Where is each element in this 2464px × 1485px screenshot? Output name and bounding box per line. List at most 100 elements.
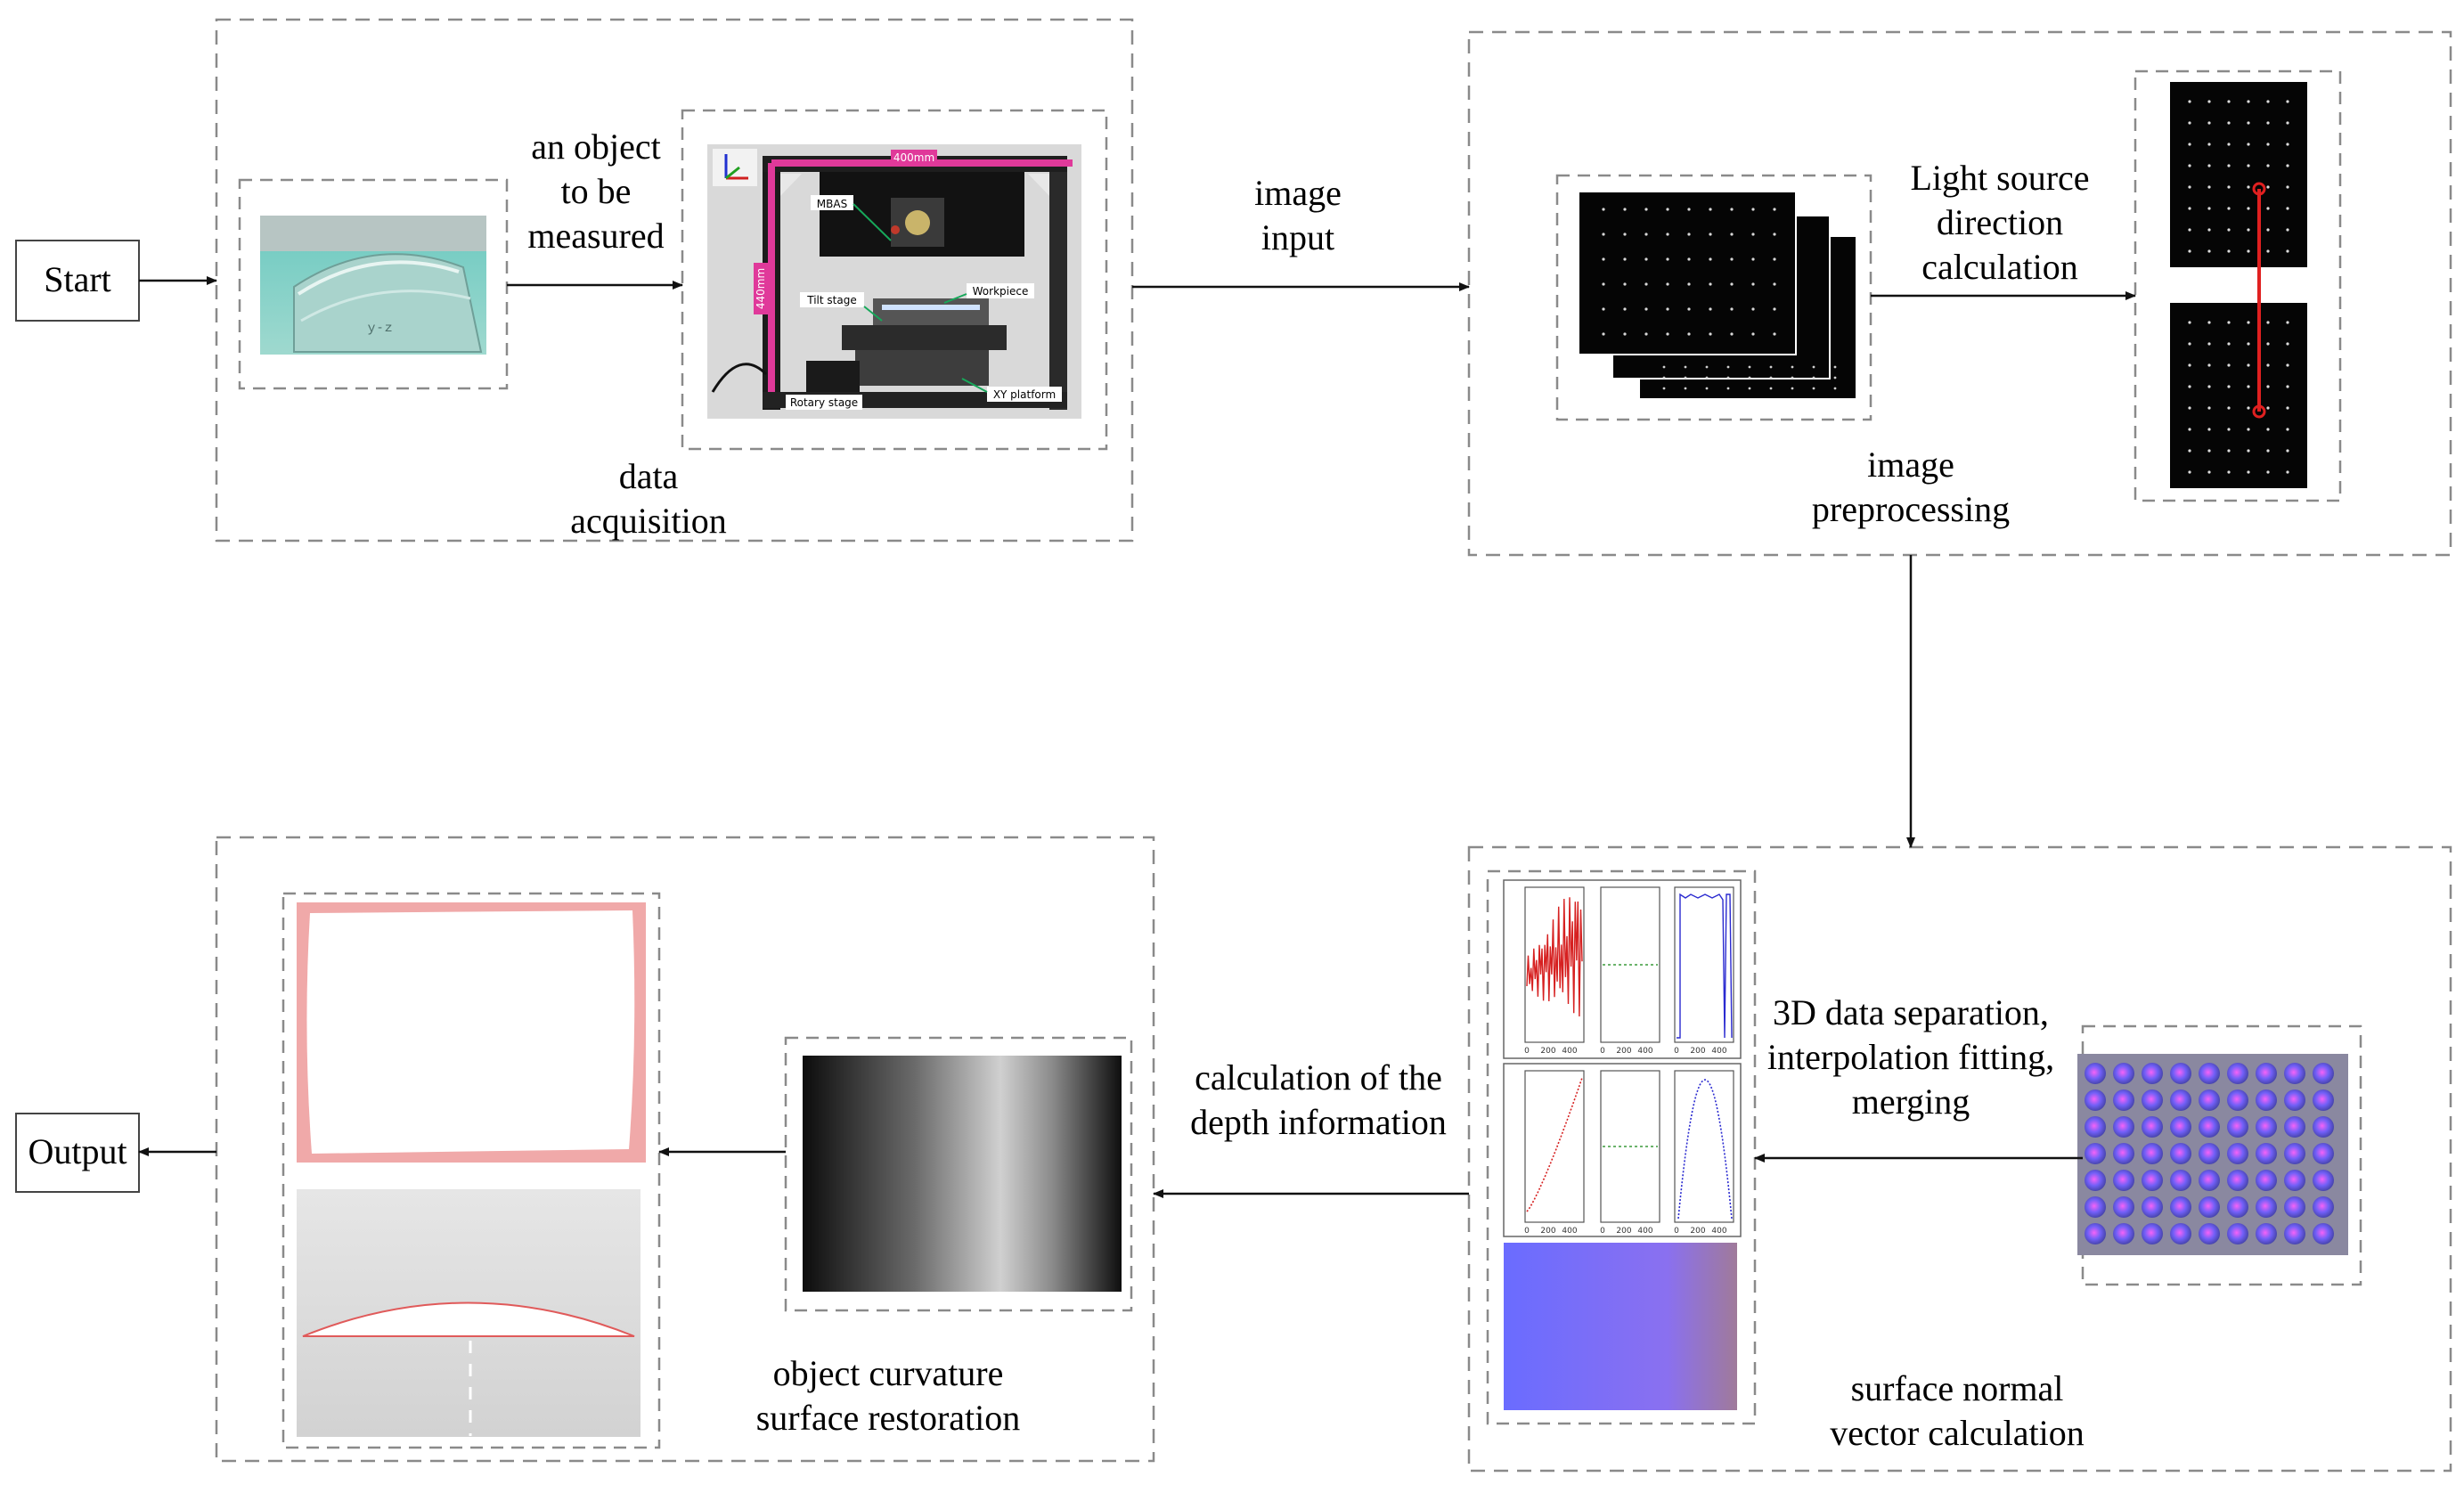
- grid-dot: [2247, 385, 2250, 388]
- grid-dot: [2286, 228, 2289, 232]
- normal-blob: [2142, 1143, 2163, 1164]
- surface-result-panel: [281, 892, 661, 1449]
- svg-text:calculation: calculation: [1921, 247, 2077, 287]
- normal-blob: [2085, 1063, 2106, 1084]
- normal-blob: [2284, 1063, 2305, 1084]
- plot-tick-0: 0: [1524, 1047, 1530, 1056]
- light-direction-panel: [2134, 69, 2342, 502]
- start-label: Start: [44, 259, 111, 299]
- grid-dot: [2188, 428, 2191, 431]
- plot-tick-200: 200: [1616, 1227, 1631, 1236]
- surface-normal-label: surface normal vector calculation: [1830, 1368, 2084, 1453]
- grid-dot: [2227, 100, 2231, 103]
- grid-dot: [2227, 428, 2231, 431]
- grid-dot: [1602, 307, 1605, 311]
- grid-dot: [2266, 470, 2270, 474]
- normal-blob: [2113, 1196, 2134, 1218]
- grid-dot: [1687, 208, 1691, 211]
- grid-dot: [2286, 342, 2289, 346]
- svg-text:merging: merging: [1852, 1081, 1970, 1122]
- grid-dot: [2188, 385, 2191, 388]
- grid-dot: [2247, 164, 2250, 167]
- grid-dot: [2207, 470, 2211, 474]
- grid-dot: [2286, 121, 2289, 125]
- grid-dot: [1687, 257, 1691, 261]
- svg-text:preprocessing: preprocessing: [1812, 489, 2010, 529]
- grid-dot: [1812, 387, 1815, 390]
- grid-dot: [1644, 257, 1648, 261]
- normal-blob: [2085, 1143, 2106, 1164]
- normal-blob: [2170, 1089, 2191, 1111]
- grid-dot: [1833, 365, 1837, 369]
- grid-dot: [1748, 376, 1751, 379]
- grid-dot: [2266, 385, 2270, 388]
- grid-dot: [1833, 376, 1837, 379]
- normal-blob: [2113, 1063, 2134, 1084]
- normal-blob: [2313, 1170, 2334, 1191]
- normal-blob: [2085, 1223, 2106, 1244]
- svg-text:interpolation fitting,: interpolation fitting,: [1767, 1037, 2054, 1077]
- grid-dot: [2207, 321, 2211, 324]
- grid-dot: [2227, 143, 2231, 146]
- normal-blob: [2085, 1089, 2106, 1111]
- normal-blob: [2313, 1089, 2334, 1111]
- grid-dot: [2266, 121, 2270, 125]
- grid-dot: [1748, 365, 1751, 369]
- grid-dot: [2207, 406, 2211, 410]
- grid-dot: [2266, 249, 2270, 253]
- normal-blob: [2199, 1223, 2220, 1244]
- plot-traces: [1526, 893, 1733, 1220]
- grid-dot: [2227, 385, 2231, 388]
- normal-blob: [2199, 1116, 2220, 1138]
- normal-blob: [2199, 1170, 2220, 1191]
- normal-blob: [2113, 1116, 2134, 1138]
- grid-dot: [2207, 121, 2211, 125]
- grid-dot: [1769, 365, 1773, 369]
- stack-dot-grid: [1602, 208, 1837, 390]
- grid-dot: [1730, 233, 1734, 236]
- normal-blob: [2227, 1196, 2248, 1218]
- grid-dot: [1730, 332, 1734, 336]
- grid-dot: [2266, 342, 2270, 346]
- grid-dot: [2227, 249, 2231, 253]
- plot-tick-200: 200: [1540, 1227, 1555, 1236]
- grid-dot: [1791, 387, 1794, 390]
- grid-dot: [1773, 332, 1776, 336]
- grid-dot: [2207, 249, 2211, 253]
- grid-dot: [1666, 208, 1669, 211]
- normal-map-panel: [2077, 1024, 2362, 1286]
- normal-blob: [2313, 1116, 2334, 1138]
- grid-dot: [2266, 449, 2270, 453]
- svg-text:surface restoration: surface restoration: [756, 1398, 1021, 1438]
- width-label: 400mm: [893, 151, 934, 164]
- grid-dot: [2266, 143, 2270, 146]
- object-to-measure-label: an object to be measured: [527, 126, 664, 256]
- normal-blob: [2313, 1063, 2334, 1084]
- grid-dot: [2207, 164, 2211, 167]
- grid-dot: [1773, 257, 1776, 261]
- grid-dot: [1730, 307, 1734, 311]
- grid-dot: [2286, 428, 2289, 431]
- plot-tick-200: 200: [1616, 1047, 1631, 1056]
- grid-dot: [2188, 185, 2191, 189]
- normal-blob: [2113, 1170, 2134, 1191]
- grid-dot: [1730, 257, 1734, 261]
- grid-dot: [2286, 470, 2289, 474]
- svg-text:ｙ-ｚ: ｙ-ｚ: [365, 321, 395, 335]
- grid-dot: [1751, 307, 1755, 311]
- normal-blob: [2227, 1116, 2248, 1138]
- grid-dot: [2286, 143, 2289, 146]
- grid-dot: [1709, 208, 1712, 211]
- grid-dot: [1684, 376, 1687, 379]
- normal-blob: [2085, 1196, 2106, 1218]
- grid-dot: [1751, 282, 1755, 286]
- grid-dot: [2286, 185, 2289, 189]
- grid-dot: [2266, 406, 2270, 410]
- grid-dot: [1644, 332, 1648, 336]
- grid-dot: [1662, 365, 1666, 369]
- grid-dot: [2207, 228, 2211, 232]
- grid-dot: [2227, 470, 2231, 474]
- normal-blob: [2142, 1170, 2163, 1191]
- preprocessing-frame: [1467, 30, 2452, 557]
